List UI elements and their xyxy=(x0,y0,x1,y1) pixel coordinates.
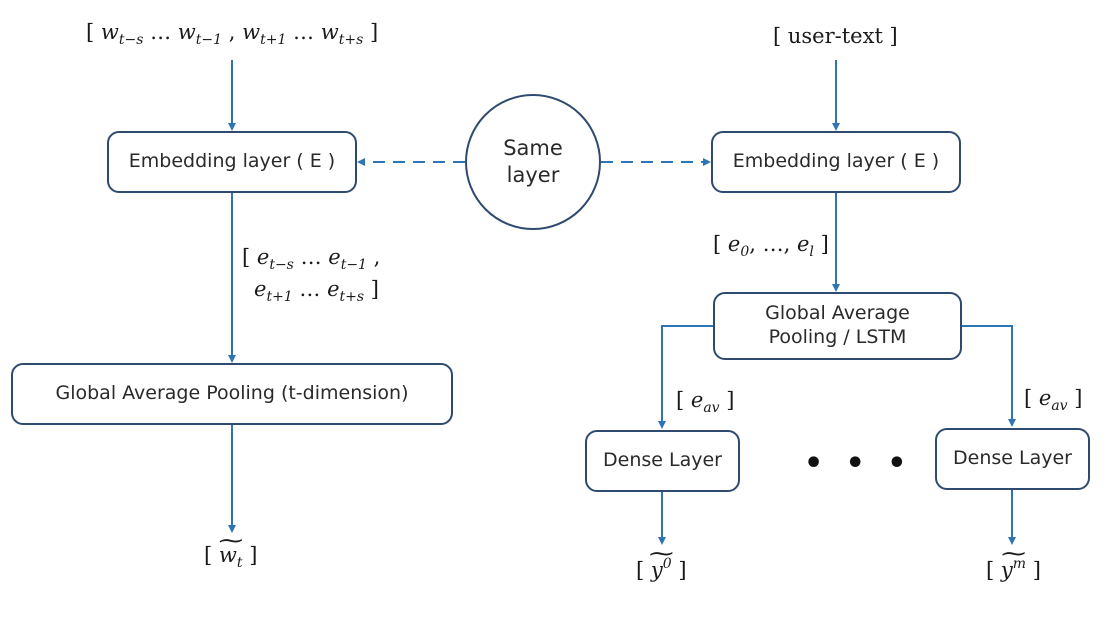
bracket: [ xyxy=(204,543,213,567)
dense-layer-box-0: Dense Layer xyxy=(585,430,740,492)
bracket: ] xyxy=(370,277,379,301)
ellipsis: … xyxy=(293,20,315,44)
var-w: w xyxy=(320,20,339,44)
user-text-label: [ user-text ] xyxy=(773,24,898,48)
left-embedding-output-line1: [ et−s … et−1 , xyxy=(242,245,380,273)
tilde-y: ym xyxy=(1001,556,1026,582)
bracket: [ xyxy=(636,558,645,582)
var-e: e xyxy=(328,245,341,269)
ellipsis: … xyxy=(300,245,322,269)
sub: t−s xyxy=(269,257,294,273)
right-embedding-output: [ e0, …, el ] xyxy=(713,232,829,260)
sub: l xyxy=(809,244,814,260)
sup: m xyxy=(1012,556,1027,572)
embedding-layer-label: Embedding layer ( E ) xyxy=(732,150,940,173)
separator: , …, xyxy=(749,232,797,256)
bracket: [ xyxy=(676,388,685,412)
bracket: ] xyxy=(820,232,829,256)
bracket: [ xyxy=(1024,386,1033,410)
sub: t+1 xyxy=(266,289,293,305)
comma: , xyxy=(228,20,236,44)
var-e: e xyxy=(254,277,267,301)
sub: t+s xyxy=(338,32,364,48)
sub: t xyxy=(236,555,243,571)
ellipsis: … xyxy=(299,277,321,301)
var-w: w xyxy=(218,543,237,567)
same-layer-circle: Same layer xyxy=(465,94,601,230)
sub: t−1 xyxy=(195,32,223,48)
left-output-label: [ wt ] xyxy=(204,543,257,571)
right-input-label: [ user-text ] xyxy=(773,24,898,48)
sub: 0 xyxy=(740,244,750,260)
sub: t+1 xyxy=(260,32,287,48)
embedding-layer-box-left: Embedding layer ( E ) xyxy=(107,131,357,193)
var-e: e xyxy=(1038,386,1052,410)
bracket: ] xyxy=(1032,558,1041,582)
branch-label-left: [ eav ] xyxy=(676,388,734,416)
branch-to-dense-right xyxy=(962,325,1016,427)
dense-layer-box-m: Dense Layer xyxy=(935,428,1090,490)
dense-layer-label: Dense Layer xyxy=(953,447,1072,470)
var-w: w xyxy=(100,20,119,44)
ellipsis: … xyxy=(150,20,172,44)
bracket: ] xyxy=(678,558,687,582)
sub: t+s xyxy=(339,289,365,305)
pooling-label: Global Average Pooling (t-dimension) xyxy=(55,382,409,405)
var-e: e xyxy=(796,232,810,256)
bracket: ] xyxy=(726,388,735,412)
sub: t−1 xyxy=(340,257,367,273)
bracket: ] xyxy=(369,20,379,44)
var-e: e xyxy=(690,388,704,412)
embedding-layer-box-right: Embedding layer ( E ) xyxy=(711,131,961,193)
dense-layer-label: Dense Layer xyxy=(603,449,722,472)
tilde-w: wt xyxy=(219,543,243,571)
var-y: y xyxy=(650,558,663,582)
var-w: w xyxy=(242,20,261,44)
var-w: w xyxy=(177,20,196,44)
left-input-label: [ wt−s … wt−1 , wt+1 … wt+s ] xyxy=(86,20,378,48)
left-embedding-output-line2: et+1 … et+s ] xyxy=(254,277,379,305)
bracket: ] xyxy=(1074,386,1083,410)
branch-to-dense-left xyxy=(658,325,713,429)
same-layer-label: Same layer xyxy=(503,135,563,187)
output-label-ym: [ ym ] xyxy=(986,556,1041,582)
var-y: y xyxy=(1000,558,1013,582)
bracket: [ xyxy=(242,245,251,269)
embedding-layer-label: Embedding layer ( E ) xyxy=(128,150,336,173)
var-e: e xyxy=(256,245,270,269)
sub: av xyxy=(1051,398,1068,414)
bracket: [ xyxy=(86,20,95,44)
global-average-pooling-lstm-box: Global Average Pooling / LSTM xyxy=(713,292,962,360)
pooling-lstm-label: Global Average Pooling / LSTM xyxy=(765,302,910,348)
tilde-y: y0 xyxy=(651,556,672,582)
ellipsis-dots: • • • xyxy=(804,446,913,481)
sub: t−s xyxy=(118,32,144,48)
global-average-pooling-box-left: Global Average Pooling (t-dimension) xyxy=(11,363,453,425)
sup: 0 xyxy=(662,556,672,572)
var-e: e xyxy=(327,277,340,301)
branch-label-right: [ eav ] xyxy=(1024,386,1082,414)
comma: , xyxy=(373,245,381,269)
var-e: e xyxy=(727,232,741,256)
sub: av xyxy=(703,400,720,416)
bracket: [ xyxy=(986,558,995,582)
bracket: ] xyxy=(249,543,258,567)
output-label-y0: [ y0 ] xyxy=(636,556,687,582)
bracket: [ xyxy=(713,232,722,256)
